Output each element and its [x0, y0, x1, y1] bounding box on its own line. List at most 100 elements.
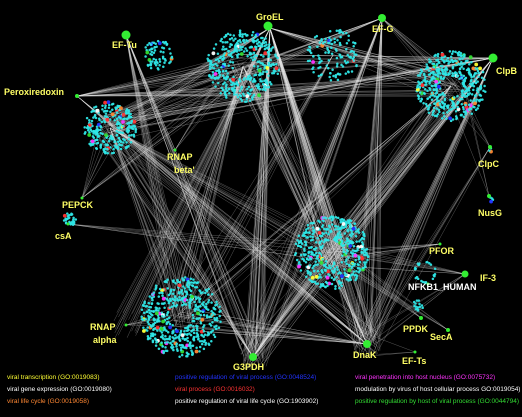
protein-node: [333, 37, 336, 41]
hub-nodes: [66, 14, 498, 361]
interaction-edge: [187, 54, 334, 315]
protein-node: [445, 117, 448, 121]
protein-node: [171, 345, 175, 349]
protein-node: [163, 326, 166, 329]
protein-node: [169, 342, 172, 345]
protein-node: [151, 323, 155, 326]
protein-node: [250, 34, 254, 37]
interaction-edge: [252, 91, 453, 358]
protein-node: [452, 74, 456, 77]
protein-node: [70, 212, 73, 216]
protein-node: [147, 322, 150, 326]
protein-node: [435, 68, 438, 71]
protein-node: [199, 305, 202, 308]
protein-node: [476, 107, 479, 110]
protein-node: [449, 98, 452, 102]
protein-node: [308, 48, 312, 52]
protein-node: [430, 91, 434, 95]
protein-node: [336, 78, 340, 82]
protein-node: [241, 45, 244, 49]
protein-node: [113, 140, 116, 144]
protein-node: [117, 137, 121, 140]
protein-node: [185, 283, 189, 287]
protein-node: [149, 60, 152, 63]
protein-node: [323, 227, 326, 231]
protein-node: [99, 125, 103, 129]
protein-node: [114, 146, 117, 149]
protein-node: [152, 41, 156, 44]
protein-node: [186, 298, 189, 302]
protein-node: [83, 126, 86, 129]
protein-node: [440, 117, 444, 120]
protein-node: [224, 69, 228, 73]
protein-node: [307, 231, 311, 234]
protein-node: [443, 102, 447, 106]
protein-node: [207, 343, 211, 346]
protein-node: [356, 248, 359, 252]
protein-node: [428, 60, 431, 64]
protein-node: [306, 269, 309, 273]
protein-node: [335, 266, 339, 269]
interaction-edge: [174, 65, 244, 315]
protein-node: [420, 83, 425, 88]
interaction-edge: [329, 85, 452, 244]
protein-node: [428, 261, 431, 265]
protein-node: [433, 272, 437, 276]
protein-node: [341, 254, 344, 258]
interaction-edge: [242, 65, 325, 259]
interaction-edge: [125, 34, 249, 352]
protein-node: [414, 308, 418, 311]
protein-node: [335, 56, 339, 60]
protein-node: [477, 104, 480, 107]
interaction-edge: [104, 124, 254, 358]
protein-node: [184, 326, 187, 330]
protein-node: [165, 297, 169, 301]
protein-node: [154, 287, 157, 291]
protein-node: [149, 66, 153, 70]
protein-node: [84, 131, 87, 134]
protein-node: [184, 303, 188, 306]
protein-node: [320, 39, 323, 42]
protein-node: [148, 306, 151, 309]
protein-node: [418, 91, 422, 94]
protein-node: [311, 222, 314, 225]
interaction-edge: [101, 133, 368, 345]
protein-node: [217, 59, 221, 63]
protein-node: [447, 72, 450, 76]
protein-node: [202, 335, 205, 338]
protein-node: [179, 348, 183, 352]
protein-node: [479, 88, 482, 91]
protein-node: [441, 65, 444, 68]
protein-node: [144, 305, 147, 308]
protein-node: [250, 56, 253, 59]
protein-node: [142, 311, 146, 315]
protein-node: [190, 281, 193, 284]
interaction-edge: [232, 66, 368, 345]
interaction-edge: [76, 95, 454, 97]
protein-node: [363, 261, 366, 264]
protein-node: [451, 65, 455, 69]
protein-node: [236, 95, 240, 99]
interaction-edge: [264, 17, 383, 358]
protein-node: [241, 33, 245, 36]
protein-node: [474, 67, 478, 70]
interaction-edge: [269, 27, 340, 260]
protein-node: [418, 85, 422, 89]
protein-node: [352, 56, 356, 59]
protein-node: [308, 264, 312, 267]
protein-node: [260, 42, 263, 45]
protein-node: [119, 140, 123, 143]
protein-node: [152, 57, 155, 61]
protein-node: [174, 281, 177, 285]
protein-node: [267, 50, 270, 54]
protein-node: [258, 44, 261, 47]
protein-node: [446, 57, 450, 60]
interaction-edge: [248, 69, 368, 345]
protein-node: [133, 125, 137, 128]
protein-node: [168, 325, 173, 330]
protein-node: [476, 80, 479, 83]
protein-node: [366, 255, 370, 259]
protein-node: [93, 106, 96, 109]
protein-node: [352, 59, 356, 63]
